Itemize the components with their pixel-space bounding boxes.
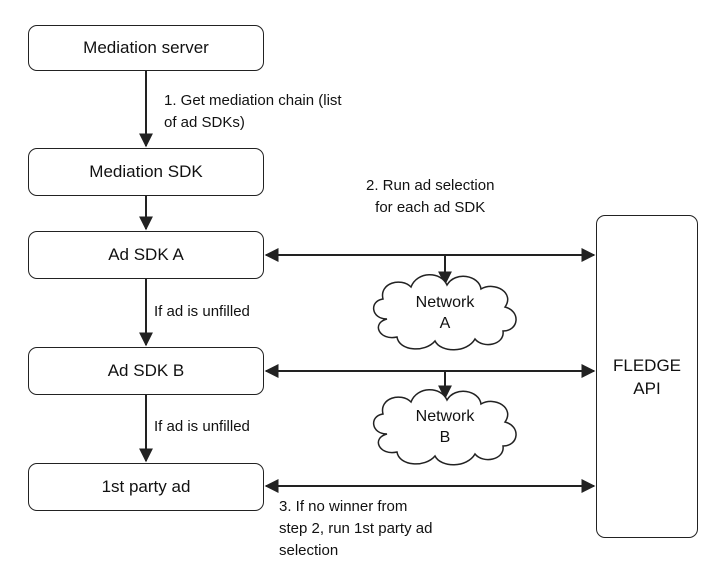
mediation-server-box: Mediation server xyxy=(28,25,264,71)
step3-line2: step 2, run 1st party ad xyxy=(279,520,433,537)
step2-line1: 2. Run ad selection xyxy=(366,177,495,194)
ad-sdk-b-label: Ad SDK B xyxy=(107,361,185,380)
network-a-label-line2: A xyxy=(439,315,451,332)
mediation-server-label: Mediation server xyxy=(83,38,209,57)
fledge-api-box: FLEDGE API xyxy=(596,215,698,538)
first-party-ad-label: 1st party ad xyxy=(101,477,191,496)
step1-annotation: 1. Get mediation chain (list of ad SDKs) xyxy=(164,90,342,134)
first-party-ad-box: 1st party ad xyxy=(28,463,264,511)
step1-line2: of ad SDKs) xyxy=(164,114,245,131)
ad-sdk-a-label: Ad SDK A xyxy=(108,245,184,264)
fledge-api-label-line2: API xyxy=(633,378,661,398)
step3-annotation: 3. If no winner from step 2, run 1st par… xyxy=(279,496,432,562)
network-a-cloud xyxy=(373,274,517,351)
step2-line2: for each ad SDK xyxy=(375,199,486,216)
network-b-cloud xyxy=(373,389,517,466)
ad-sdk-b-box: Ad SDK B xyxy=(28,347,264,395)
step2-annotation: 2. Run ad selection for each ad SDK xyxy=(366,175,494,219)
unfilled-b-annotation: If ad is unfilled xyxy=(154,418,250,435)
network-b-label-line2: B xyxy=(439,429,451,446)
mediation-sdk-label: Mediation SDK xyxy=(89,162,203,181)
step1-line1: 1. Get mediation chain (list xyxy=(164,92,342,109)
step3-line1: 3. If no winner from xyxy=(279,498,408,515)
fledge-api-label-line1: FLEDGE xyxy=(612,355,682,375)
step3-line3: selection xyxy=(279,542,339,559)
mediation-sdk-box: Mediation SDK xyxy=(28,148,264,196)
network-b-label: Network B xyxy=(400,406,490,448)
network-a-label-line1: Network xyxy=(415,294,475,311)
network-a-label: Network A xyxy=(400,292,490,334)
network-b-label-line1: Network xyxy=(415,408,475,425)
unfilled-a-annotation: If ad is unfilled xyxy=(154,303,250,320)
ad-sdk-a-box: Ad SDK A xyxy=(28,231,264,279)
